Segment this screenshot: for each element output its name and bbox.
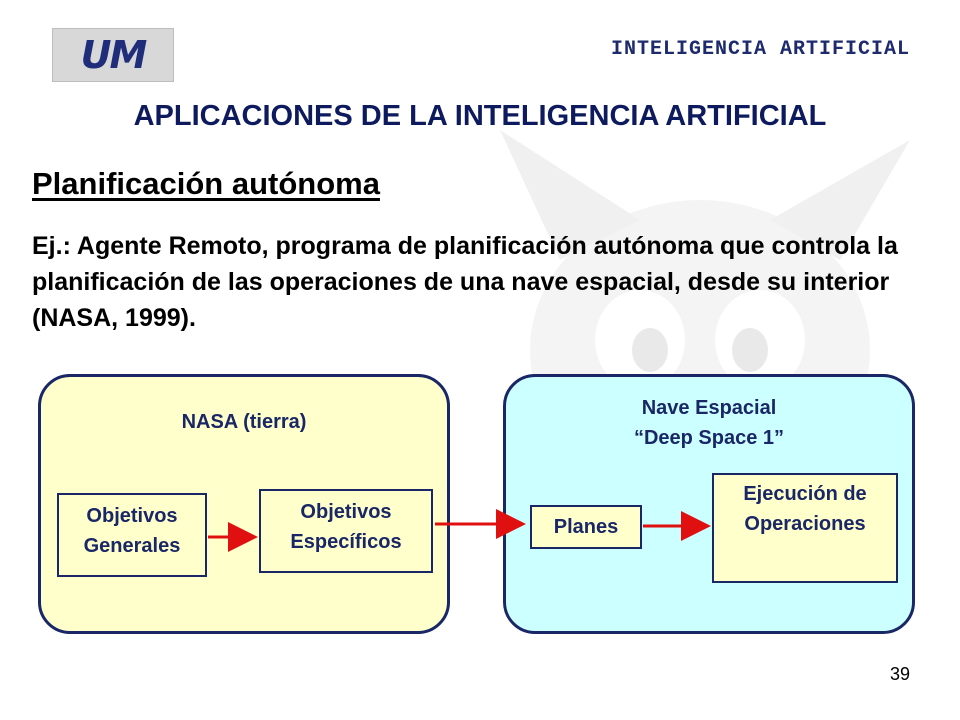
box-line: Objetivos bbox=[86, 505, 178, 527]
box-line: Objetivos bbox=[300, 501, 392, 523]
box-line: Específicos bbox=[290, 531, 402, 553]
spaceship-title-line: “Deep Space 1” bbox=[633, 427, 785, 449]
body-paragraph: Ej.: Agente Remoto, programa de planific… bbox=[32, 232, 898, 332]
spaceship-panel: Nave Espacial “Deep Space 1” Planes Ejec… bbox=[503, 374, 915, 634]
university-logo: UM bbox=[52, 28, 174, 82]
box-planes: Planes bbox=[530, 505, 642, 549]
page-number: 39 bbox=[889, 664, 910, 684]
box-objetivos-especificos: Objetivos Específicos bbox=[259, 489, 433, 573]
box-line: Generales bbox=[83, 535, 181, 557]
box-line: Operaciones bbox=[744, 513, 866, 535]
course-label: INTELIGENCIA ARTIFICIAL bbox=[610, 38, 910, 61]
logo-text: UM bbox=[80, 33, 148, 77]
box-line: Planes bbox=[553, 516, 619, 538]
spaceship-panel-title: Nave Espacial “Deep Space 1” bbox=[506, 393, 912, 453]
nasa-panel: NASA (tierra) Objetivos Generales Objeti… bbox=[38, 374, 450, 634]
slide-title: APLICACIONES DE LA INTELIGENCIA ARTIFICI… bbox=[133, 100, 827, 132]
spaceship-title-line: Nave Espacial bbox=[641, 397, 777, 419]
box-line: Ejecución de bbox=[743, 483, 867, 505]
nasa-panel-title: NASA (tierra) bbox=[181, 411, 307, 433]
box-objetivos-generales: Objetivos Generales bbox=[57, 493, 207, 577]
box-ejecucion-operaciones: Ejecución de Operaciones bbox=[712, 473, 898, 583]
section-title: Planificación autónoma bbox=[32, 166, 380, 201]
